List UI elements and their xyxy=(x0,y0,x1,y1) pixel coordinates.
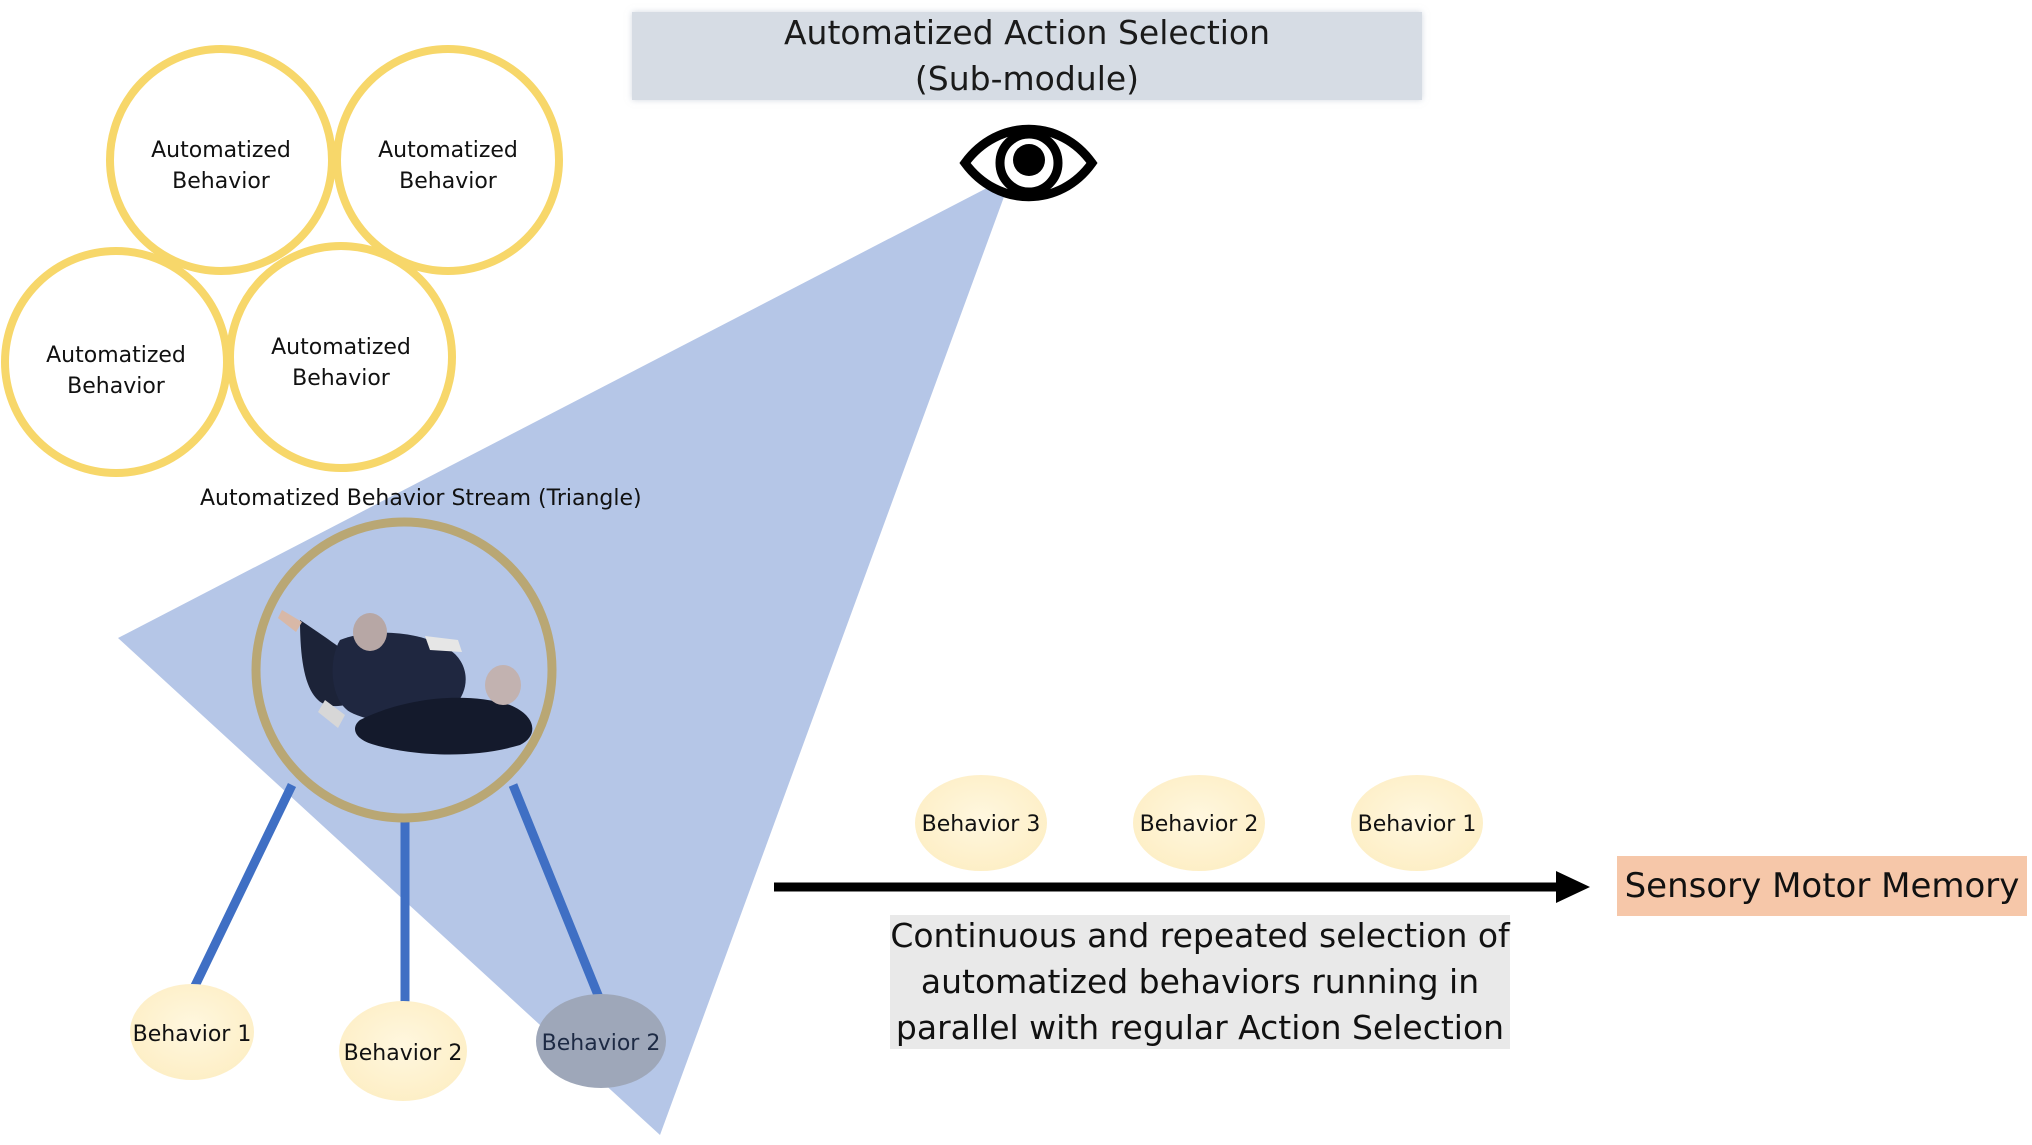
sequence-behavior-label: Behavior 2 xyxy=(1140,812,1259,837)
branch-behavior-2: Behavior 2 xyxy=(339,1001,467,1101)
branch-behavior-label: Behavior 1 xyxy=(133,1022,252,1047)
sequence-behavior-2: Behavior 2 xyxy=(1133,775,1265,871)
title-box: Automatized Action Selection (Sub-module… xyxy=(632,12,1422,100)
caption-line3: parallel with regular Action Selection xyxy=(895,1008,1505,1047)
branch-line-3 xyxy=(508,783,605,1002)
branch-line-1 xyxy=(188,783,297,992)
automatized-behavior-line2: Behavior xyxy=(67,374,166,399)
automatized-behavior-line1: Automatized xyxy=(151,138,291,163)
title-line2: (Sub-module) xyxy=(914,59,1140,98)
sensory-motor-memory-box: Sensory Motor Memory xyxy=(1617,856,2027,916)
automatized-behavior-line1: Automatized xyxy=(271,335,411,360)
sequence-behavior-label: Behavior 1 xyxy=(1358,812,1477,837)
automatized-behavior-4: Automatized Behavior xyxy=(226,242,456,472)
eye-icon xyxy=(959,124,1098,202)
caption-line2: automatized behaviors running in xyxy=(920,962,1480,1001)
branch-behavior-label: Behavior 2 xyxy=(344,1041,463,1066)
branch-behavior-3: Behavior 2 xyxy=(536,994,666,1088)
automatized-behavior-line2: Behavior xyxy=(172,169,271,194)
stream-triangle xyxy=(118,175,1012,1135)
automatized-behavior-line1: Automatized xyxy=(46,343,186,368)
sequence-behavior-label: Behavior 3 xyxy=(922,812,1041,837)
title-line1: Automatized Action Selection xyxy=(783,13,1271,52)
branch-behavior-label: Behavior 2 xyxy=(542,1031,661,1056)
stream-label: Automatized Behavior Stream (Triangle) xyxy=(200,486,642,511)
caption-line1: Continuous and repeated selection of xyxy=(890,916,1510,955)
caption-box: Continuous and repeated selection of aut… xyxy=(890,915,1510,1049)
sequence-behavior-3: Behavior 3 xyxy=(915,775,1047,871)
automatized-behavior-3: Automatized Behavior xyxy=(1,247,231,477)
automatized-behavior-line2: Behavior xyxy=(292,366,391,391)
automatized-behavior-line1: Automatized xyxy=(378,138,518,163)
sparring-photo xyxy=(251,517,557,823)
sequence-behavior-1: Behavior 1 xyxy=(1351,775,1483,871)
automatized-behavior-line2: Behavior xyxy=(399,169,498,194)
branch-behavior-1: Behavior 1 xyxy=(130,984,254,1080)
flow-arrow xyxy=(774,871,1590,903)
automatized-behavior-1: Automatized Behavior xyxy=(106,45,336,275)
automatized-behavior-2: Automatized Behavior xyxy=(333,45,563,275)
